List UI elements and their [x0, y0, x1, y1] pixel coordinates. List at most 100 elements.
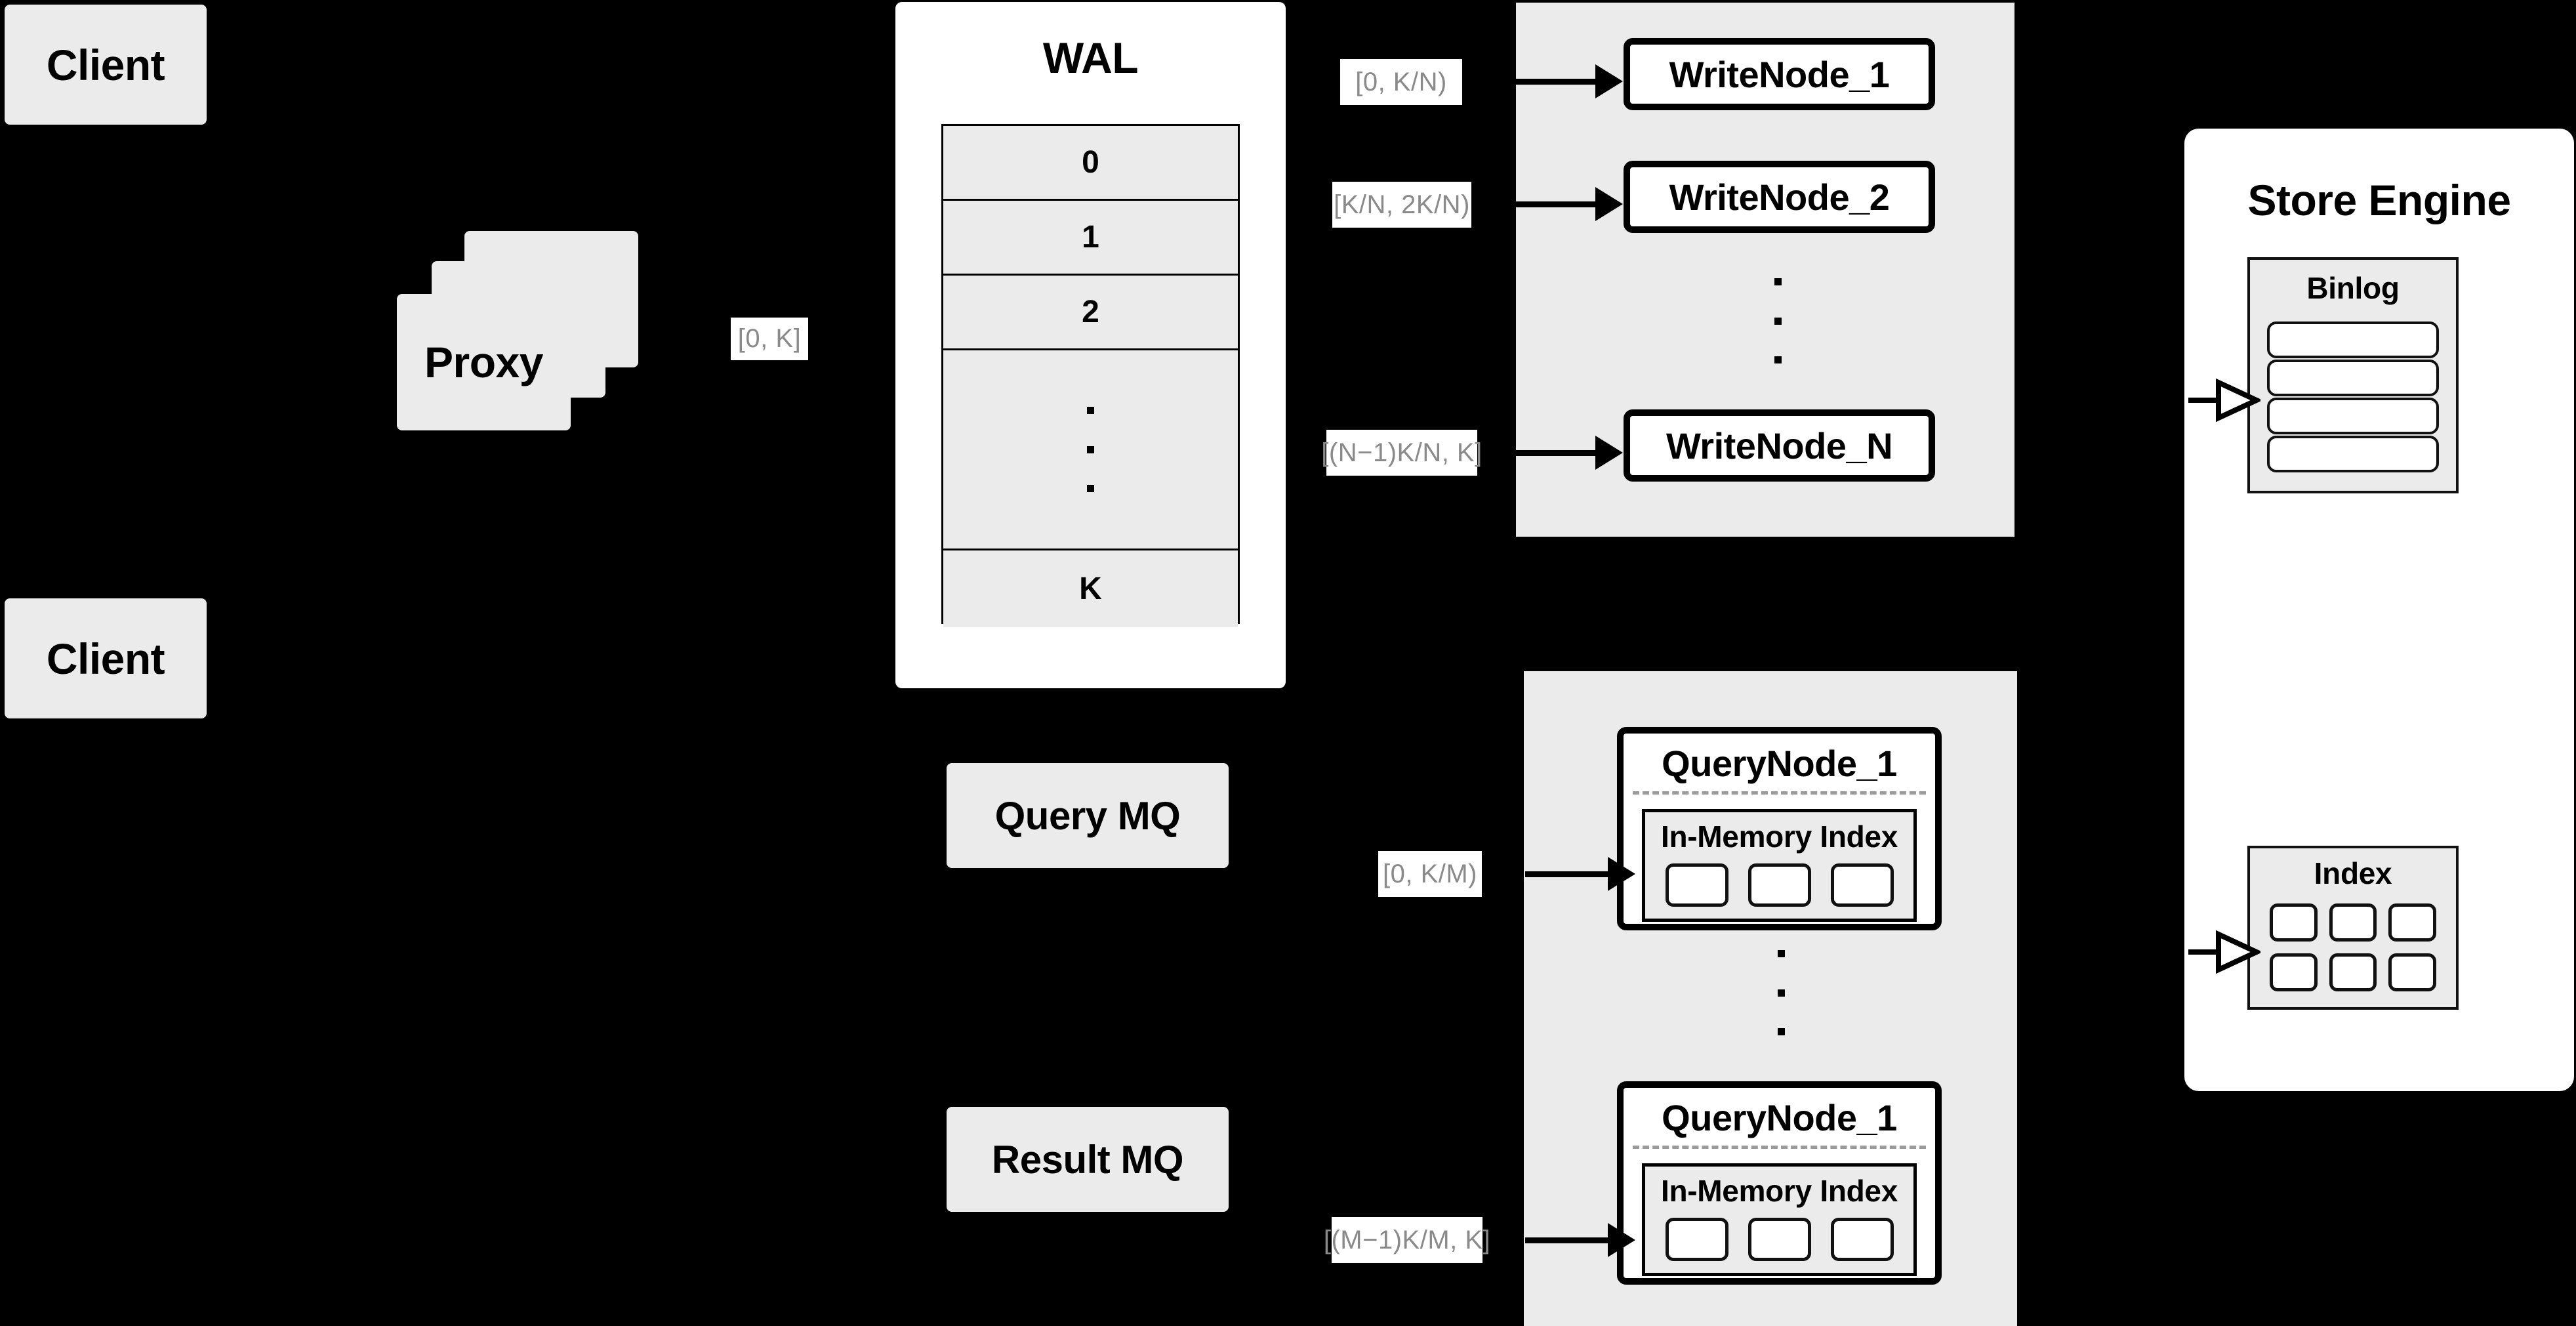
- wal-row-k-value: K: [1079, 571, 1102, 606]
- wal-title-text: WAL: [1042, 33, 1139, 82]
- index-entry: [2388, 903, 2437, 942]
- arrow-to-write-node-n-head: [1595, 436, 1623, 470]
- client-box-1[interactable]: Client: [5, 5, 207, 125]
- wal-panel: WAL 0 1 2 K: [895, 2, 1286, 688]
- wal-row-ellipsis: [943, 350, 1238, 550]
- binlog-title: Binlog: [2250, 266, 2456, 310]
- index-row: [2270, 953, 2437, 991]
- arrow-to-write-node-n-line: [1513, 450, 1598, 456]
- binlog-entry: [2267, 436, 2439, 472]
- query-node-1-in-memory-index: In-Memory Index: [1642, 809, 1917, 922]
- store-engine-title: Store Engine: [2184, 176, 2574, 224]
- proxy-output-range-text: [0, K]: [737, 324, 802, 353]
- write-node-1-range-label: [0, K/N): [1340, 59, 1462, 105]
- binlog-title-text: Binlog: [2306, 271, 2400, 305]
- write-node-2-range-label: [K/N, 2K/N): [1332, 182, 1471, 228]
- index-entry: [2270, 903, 2318, 942]
- index-title-text: Index: [2314, 856, 2392, 890]
- query-node-2-range-label: [(M−1)K/M, K]: [1324, 1217, 1490, 1263]
- query-node-1[interactable]: QueryNode_1 In-Memory Index: [1617, 727, 1942, 930]
- write-node-n-label: WriteNode_N: [1666, 425, 1893, 466]
- index-segment: [1665, 1218, 1728, 1261]
- wal-row-2-value: 2: [1082, 295, 1099, 329]
- store-engine-panel: Store Engine Binlog Index: [2184, 129, 2574, 1091]
- query-node-1-label: QueryNode_1: [1662, 742, 1897, 784]
- query-node-2-label: QueryNode_1: [1662, 1096, 1897, 1138]
- query-node-1-range-label: [0, K/M): [1378, 851, 1482, 897]
- write-node-2[interactable]: WriteNode_2: [1624, 161, 1935, 233]
- write-node-n-range-label: [(N−1)K/N, K]: [1321, 430, 1482, 476]
- index-segment: [1830, 1218, 1894, 1261]
- write-cluster-ellipsis-dots: [1773, 278, 1782, 363]
- wal-row-1-value: 1: [1082, 220, 1099, 255]
- index-entry: [2329, 953, 2377, 991]
- index-segment: [1665, 863, 1728, 907]
- index-segment: [1830, 863, 1894, 907]
- index-entry: [2329, 903, 2377, 942]
- result-mq-box[interactable]: Result MQ: [947, 1107, 1229, 1212]
- query-node-2-index-segments: [1645, 1218, 1913, 1261]
- arrow-to-write-node-1-line: [1513, 79, 1598, 85]
- query-node-2[interactable]: QueryNode_1 In-Memory Index: [1617, 1081, 1942, 1285]
- write-node-2-label: WriteNode_2: [1669, 176, 1890, 218]
- proxy-stack[interactable]: Proxy: [380, 217, 656, 433]
- arrow-to-write-node-2-line: [1513, 201, 1598, 207]
- query-node-2-separator: [1633, 1146, 1926, 1149]
- index-entries: [2270, 903, 2437, 991]
- index-segment: [1748, 863, 1811, 907]
- query-node-1-separator: [1633, 791, 1926, 795]
- query-node-1-index-segments: [1645, 863, 1913, 907]
- client-label-2: Client: [46, 634, 165, 683]
- wal-row-2: 2: [943, 276, 1238, 350]
- query-mq-box[interactable]: Query MQ: [947, 763, 1229, 868]
- index-box: Index: [2247, 846, 2459, 1010]
- query-node-2-in-memory-index: In-Memory Index: [1642, 1163, 1917, 1276]
- arrow-to-index: [2188, 928, 2260, 976]
- wal-row-0: 0: [943, 126, 1238, 201]
- index-row: [2270, 903, 2437, 942]
- query-cluster-ellipsis-dots: [1776, 950, 1786, 1035]
- arrow-to-query-node-2-line: [1525, 1237, 1610, 1243]
- result-mq-label: Result MQ: [991, 1137, 1184, 1182]
- arrow-to-write-node-2-head: [1595, 187, 1623, 221]
- query-node-1-range-text: [0, K/M): [1382, 859, 1478, 888]
- wal-row-0-value: 0: [1082, 145, 1099, 180]
- index-entry: [2388, 953, 2437, 991]
- write-node-2-range-text: [K/N, 2K/N): [1334, 190, 1470, 219]
- wal-table: 0 1 2 K: [941, 124, 1240, 627]
- query-node-1-title: QueryNode_1: [1624, 737, 1935, 789]
- arrow-to-query-node-1-line: [1525, 871, 1610, 877]
- wal-row-1: 1: [943, 201, 1238, 276]
- arrow-to-query-node-2-head: [1608, 1223, 1635, 1257]
- write-node-1-label: WriteNode_1: [1669, 53, 1890, 95]
- binlog-entry: [2267, 321, 2439, 358]
- write-node-n-range-text: [(N−1)K/N, K]: [1321, 438, 1482, 467]
- write-node-1-range-text: [0, K/N): [1355, 67, 1447, 96]
- query-node-2-title: QueryNode_1: [1624, 1092, 1935, 1143]
- query-node-1-index-title-text: In-Memory Index: [1660, 819, 1898, 854]
- arrow-to-query-node-1-head: [1608, 857, 1635, 891]
- client-box-2[interactable]: Client: [5, 598, 207, 718]
- query-node-2-index-title: In-Memory Index: [1645, 1172, 1913, 1210]
- write-node-1[interactable]: WriteNode_1: [1624, 38, 1935, 110]
- proxy-label: Proxy: [424, 338, 543, 386]
- proxy-card-front[interactable]: Proxy: [397, 294, 571, 430]
- query-cluster-group: QueryNode_1 In-Memory Index QueryNode_1: [1524, 671, 2017, 1326]
- index-title: Index: [2250, 854, 2456, 893]
- binlog-entry: [2267, 360, 2439, 396]
- wal-row-k: K: [943, 550, 1238, 627]
- write-node-n[interactable]: WriteNode_N: [1624, 409, 1935, 482]
- arrow-to-write-node-1-head: [1595, 64, 1623, 98]
- binlog-entries: [2267, 321, 2439, 472]
- proxy-output-range-label: [0, K]: [731, 318, 808, 360]
- query-mq-label: Query MQ: [994, 793, 1181, 838]
- arrow-to-binlog: [2188, 376, 2260, 425]
- store-engine-title-text: Store Engine: [2247, 176, 2511, 224]
- wal-title: WAL: [895, 33, 1286, 82]
- query-node-1-index-title: In-Memory Index: [1645, 818, 1913, 856]
- index-segment: [1748, 1218, 1811, 1261]
- index-entry: [2270, 953, 2318, 991]
- client-label-1: Client: [46, 40, 165, 89]
- binlog-entry: [2267, 398, 2439, 434]
